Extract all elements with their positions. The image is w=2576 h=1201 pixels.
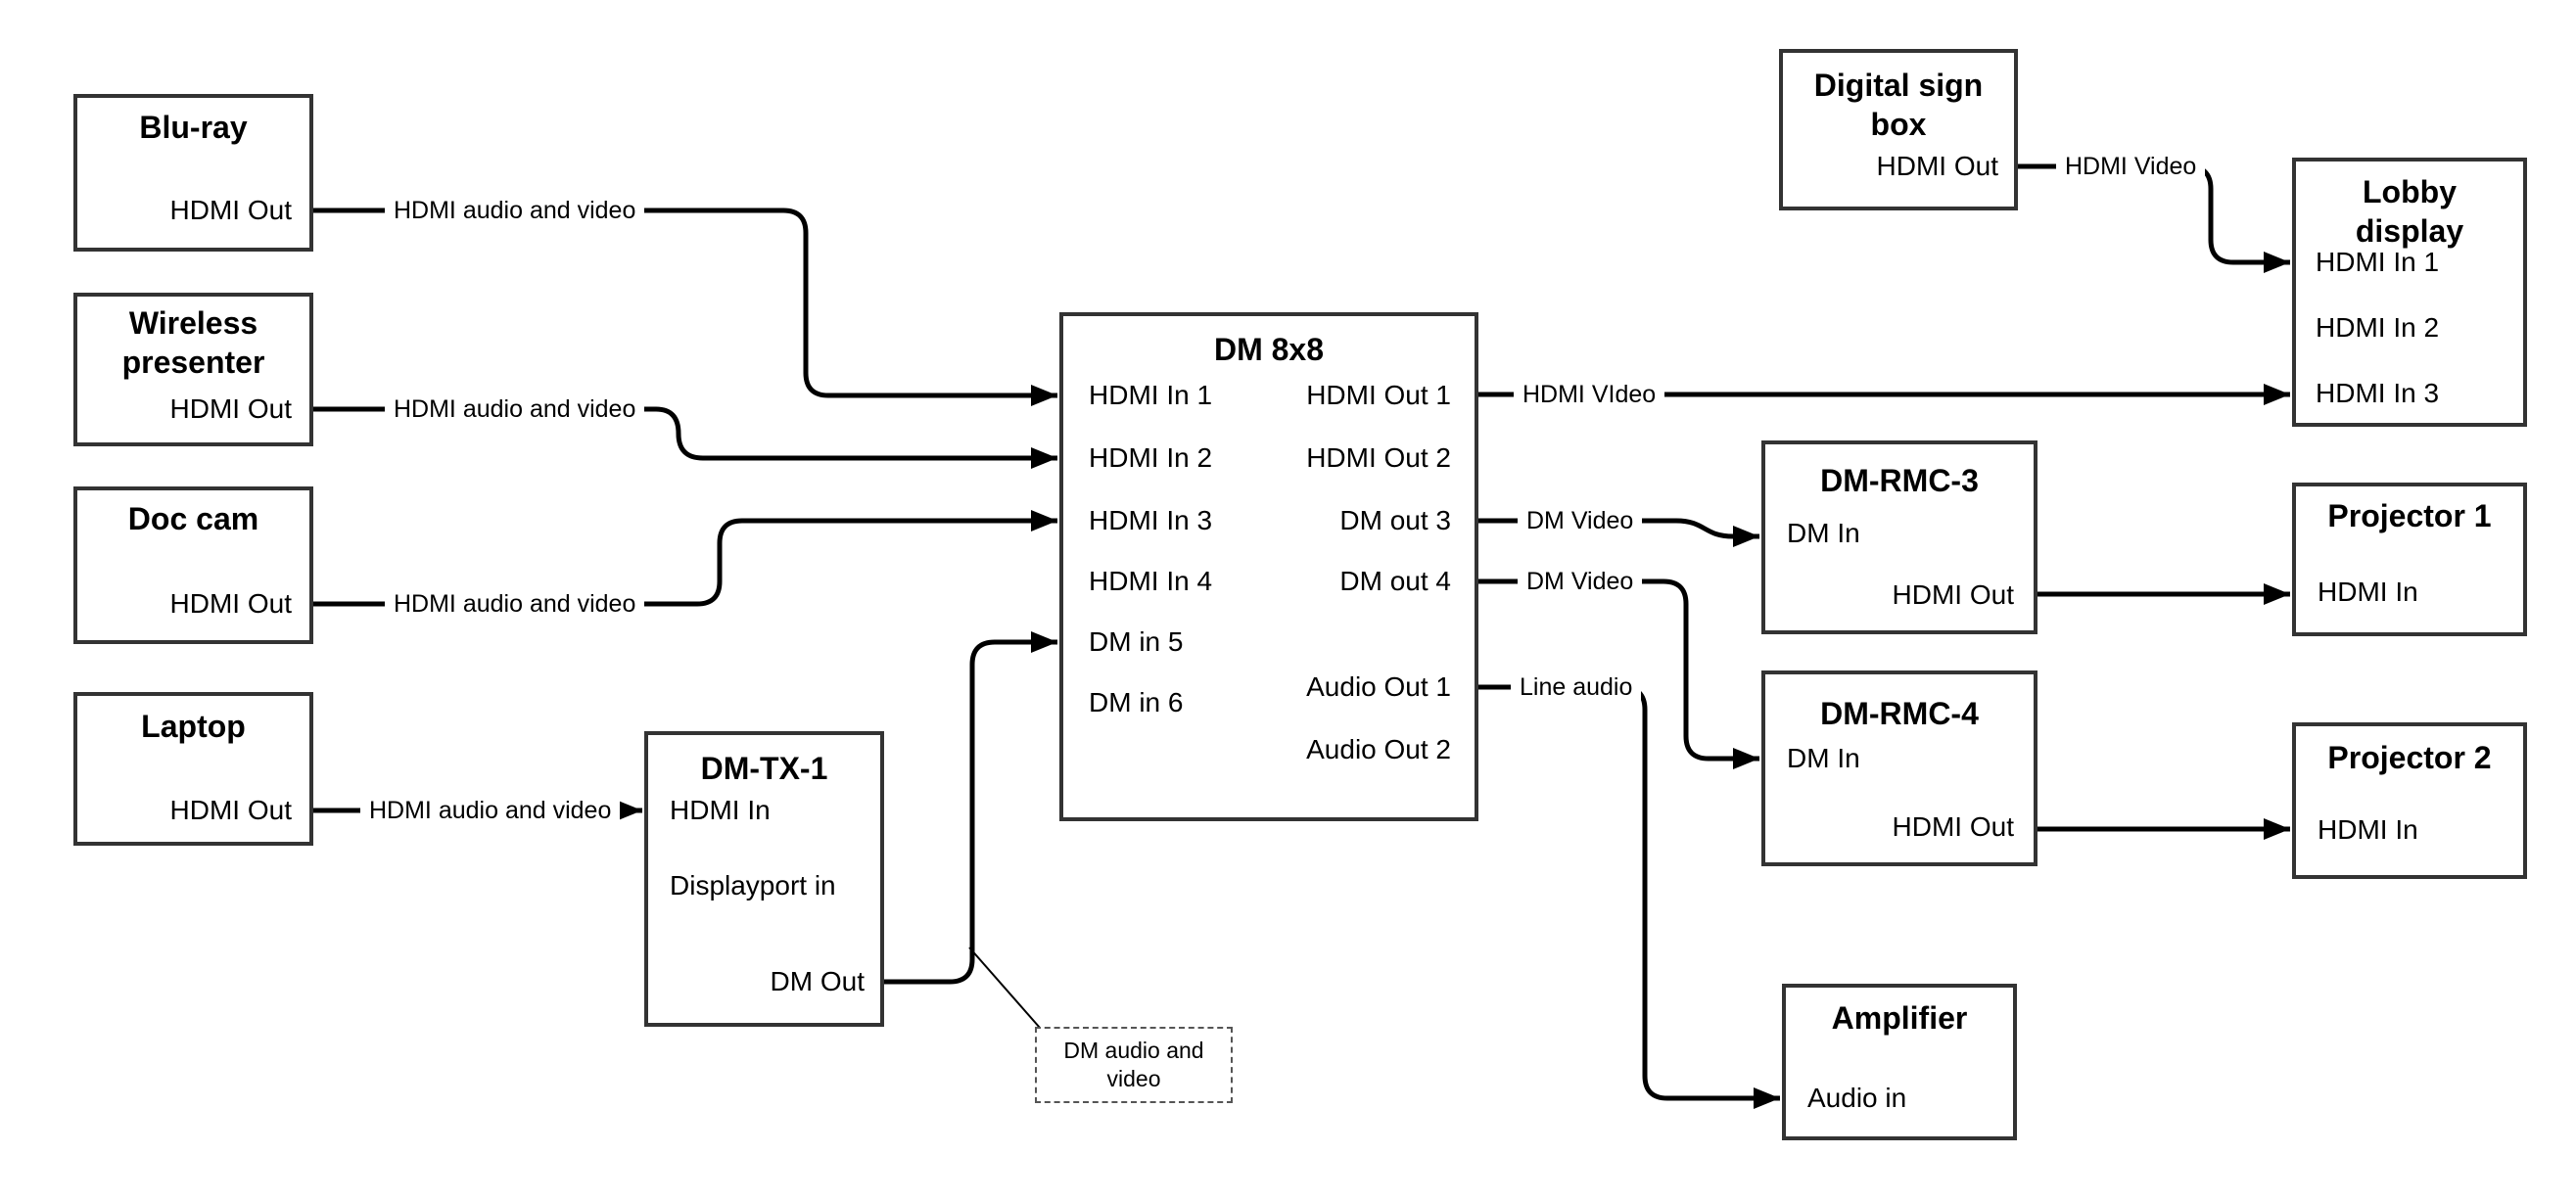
wire-label-dm-out-4: DM Video <box>1518 567 1643 596</box>
port-hdmi-in-1: HDMI In 1 <box>1089 380 1213 410</box>
callout-note: DM audio and video <box>1035 1027 1233 1103</box>
node-dm-rmc-4: DM-RMC-4 DM In HDMI Out <box>1761 670 2037 866</box>
port-hdmi-out-2: HDMI Out 2 <box>1306 442 1451 473</box>
node-wireless-presenter: Wireless presenter HDMI Out <box>73 293 313 446</box>
node-projector-1: Projector 1 HDMI In <box>2292 483 2527 636</box>
wire-doccam-to-dm8x8-hdmi-in-3 <box>313 510 1057 607</box>
wire-label-laptop: HDMI audio and video <box>360 796 621 825</box>
node-blu-ray: Blu-ray HDMI Out <box>73 94 313 252</box>
node-dm-tx-1: DM-TX-1 HDMI In Displayport in DM Out <box>644 731 884 1027</box>
node-title: DM-TX-1 <box>700 751 828 786</box>
node-laptop: Laptop HDMI Out <box>73 692 313 846</box>
node-title: DM-RMC-3 <box>1820 463 1979 498</box>
callout-leader-line <box>968 947 1041 1029</box>
node-amplifier: Amplifier Audio in <box>1782 984 2017 1140</box>
wire-label-doccam: HDMI audio and video <box>385 589 645 619</box>
port-hdmi-out: HDMI Out <box>169 795 292 825</box>
port-hdmi-out: HDMI Out <box>1876 151 1998 181</box>
node-digital-sign-box: Digital sign box HDMI Out <box>1779 49 2018 210</box>
node-lobby-display: Lobby display HDMI In 1 HDMI In 2 HDMI I… <box>2292 158 2527 427</box>
port-hdmi-in: HDMI In <box>670 795 771 825</box>
port-audio-out-2: Audio Out 2 <box>1306 734 1451 764</box>
port-displayport-in: Displayport in <box>670 870 836 901</box>
wire-label-hdmi-out-1: HDMI VIdeo <box>1514 380 1665 409</box>
node-dm-rmc-3: DM-RMC-3 DM In HDMI Out <box>1761 440 2037 634</box>
port-hdmi-in-3: HDMI In 3 <box>1089 505 1213 535</box>
node-title: Digital sign box <box>1813 68 1984 142</box>
port-hdmi-in: HDMI In <box>2318 814 2418 845</box>
port-hdmi-out: HDMI Out <box>1892 811 2014 842</box>
wire-label-wireless: HDMI audio and video <box>385 394 645 424</box>
port-hdmi-in-4: HDMI In 4 <box>1089 566 1213 596</box>
port-hdmi-out: HDMI Out <box>169 393 292 424</box>
wire-bluray-to-dm8x8-hdmi-in-1 <box>313 208 1057 406</box>
node-title: DM-RMC-4 <box>1820 696 1979 731</box>
node-title: Projector 2 <box>2327 740 2492 775</box>
wire-label-dm-out-3: DM Video <box>1518 506 1643 535</box>
port-hdmi-out: HDMI Out <box>1892 579 2014 610</box>
port-dm-out-3: DM out 3 <box>1339 505 1451 535</box>
port-dm-in: DM In <box>1787 743 1860 773</box>
wire-wireless-to-dm8x8-hdmi-in-2 <box>313 406 1057 469</box>
wire-label-bluray: HDMI audio and video <box>385 196 645 225</box>
node-doc-cam: Doc cam HDMI Out <box>73 486 313 644</box>
port-hdmi-in-2: HDMI In 2 <box>1089 442 1213 473</box>
port-hdmi-in-1: HDMI In 1 <box>2316 247 2440 277</box>
node-title: Laptop <box>141 709 246 744</box>
wire-label-audio-out-1: Line audio <box>1511 672 1642 702</box>
port-dm-out: DM Out <box>770 966 865 996</box>
port-dm-in-6: DM in 6 <box>1089 687 1184 717</box>
port-hdmi-in: HDMI In <box>2318 577 2418 607</box>
node-projector-2: Projector 2 HDMI In <box>2292 722 2527 879</box>
port-hdmi-out: HDMI Out <box>169 195 292 225</box>
port-hdmi-out-1: HDMI Out 1 <box>1306 380 1451 410</box>
wire-label-digitalsign: HDMI Video <box>2056 152 2206 181</box>
node-title: Doc cam <box>127 501 259 536</box>
port-dm-in-5: DM in 5 <box>1089 626 1184 657</box>
node-title: Lobby display <box>2355 174 2464 249</box>
node-title: DM 8x8 <box>1213 332 1325 367</box>
port-hdmi-in-2: HDMI In 2 <box>2316 312 2440 343</box>
wire-dm8x8-audio-out-1-to-amplifier <box>1476 684 1780 1109</box>
node-title: Projector 1 <box>2327 498 2492 533</box>
wire-dmtx1-to-dm8x8-dm-in-5 <box>882 631 1057 985</box>
node-title: Blu-ray <box>139 110 248 145</box>
node-dm-8x8: DM 8x8 HDMI In 1 HDMI In 2 HDMI In 3 HDM… <box>1059 312 1478 821</box>
port-hdmi-out: HDMI Out <box>169 588 292 619</box>
wire-dm8x8-dm-out-3-to-dmrmc3-dm-in <box>1476 518 1759 547</box>
node-title: Amplifier <box>1831 1000 1968 1036</box>
port-dm-in: DM In <box>1787 518 1860 548</box>
port-hdmi-in-3: HDMI In 3 <box>2316 378 2440 408</box>
wire-dm8x8-dm-out-4-to-dmrmc4-dm-in <box>1476 578 1759 769</box>
port-audio-in: Audio in <box>1807 1083 1907 1113</box>
port-dm-out-4: DM out 4 <box>1339 566 1451 596</box>
node-title: Wireless presenter <box>121 305 265 380</box>
port-audio-out-1: Audio Out 1 <box>1306 671 1451 702</box>
